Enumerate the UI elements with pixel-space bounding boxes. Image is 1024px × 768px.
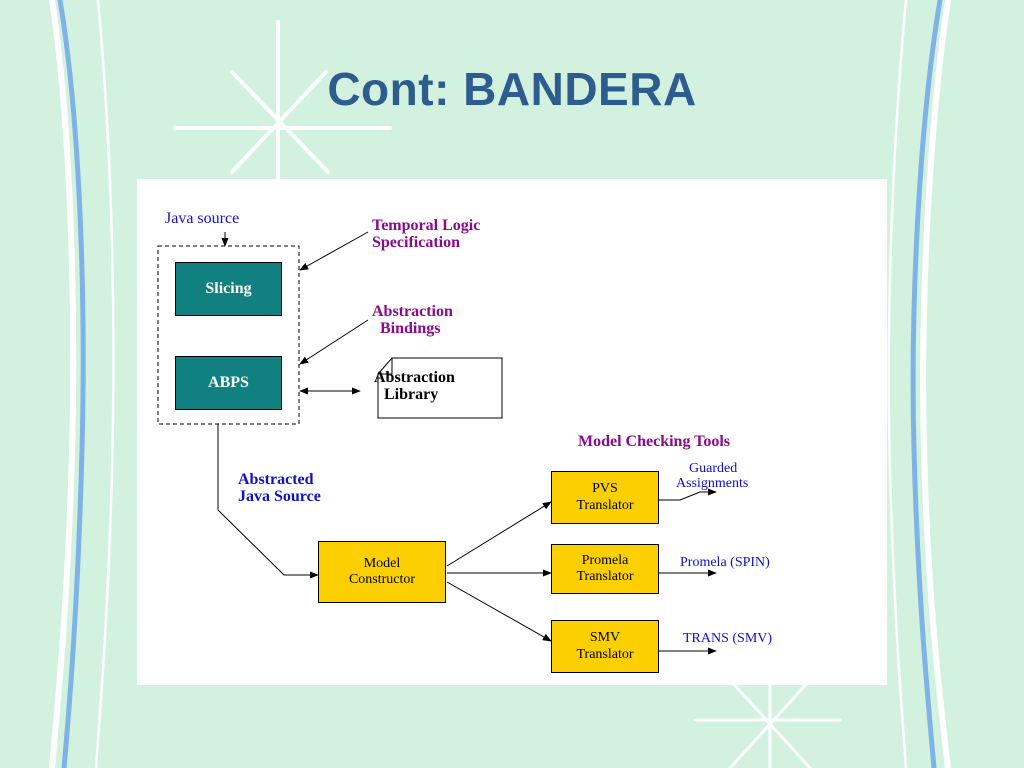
abstracted-java-source-label: Abstracted Java Source	[238, 471, 321, 505]
promela-translator-label: Promela Translator	[576, 552, 634, 584]
left-ribbon-thin	[94, 0, 115, 768]
model-constructor-label: Model Constructor	[348, 555, 416, 587]
guarded-assignments-label: Guarded Assignments	[676, 461, 749, 491]
abps-box: ABPS	[175, 356, 282, 410]
model-constructor-box: Model Constructor	[318, 541, 446, 603]
mc-to-smv-arrow	[446, 581, 552, 642]
smv-translator-label: SMV Translator	[576, 630, 634, 662]
abps-label: ABPS	[208, 374, 249, 391]
promela-spin-label: Promela (SPIN)	[680, 555, 770, 570]
sparkle-top-left	[173, 20, 392, 180]
slide-title: Cont: BANDERA	[327, 63, 697, 115]
abstraction-library-label: Abstraction Library	[374, 369, 455, 403]
right-ribbon-thin	[887, 0, 908, 768]
model-checking-tools-label: Model Checking Tools	[578, 433, 731, 450]
slicing-box: Slicing	[175, 262, 282, 316]
promela-translator-box: Promela Translator	[551, 544, 659, 594]
left-ribbon-light	[49, 0, 77, 768]
abstracted-source-path	[217, 424, 319, 579]
java-source-label: Java source	[165, 210, 240, 227]
trans-smv-label: TRANS (SMV)	[683, 631, 773, 646]
pvs-output-arrow	[659, 488, 717, 501]
mc-to-pvs-arrow	[446, 501, 552, 567]
pvs-translator-label: PVS Translator	[576, 481, 634, 513]
smv-translator-box: SMV Translator	[551, 620, 659, 673]
left-ribbon-blue	[57, 0, 86, 768]
temporal-logic-arrow	[299, 231, 369, 271]
abstraction-bindings-label: Abstraction Bindings	[372, 303, 453, 337]
abstraction-bindings-arrow	[299, 319, 369, 365]
temporal-logic-label: Temporal Logic Specification	[372, 217, 481, 251]
abstraction-library-shape	[377, 357, 503, 419]
right-ribbon-blue	[910, 0, 943, 768]
slicing-label: Slicing	[205, 280, 252, 297]
pvs-translator-box: PVS Translator	[551, 471, 659, 524]
right-ribbon-light	[920, 0, 951, 768]
